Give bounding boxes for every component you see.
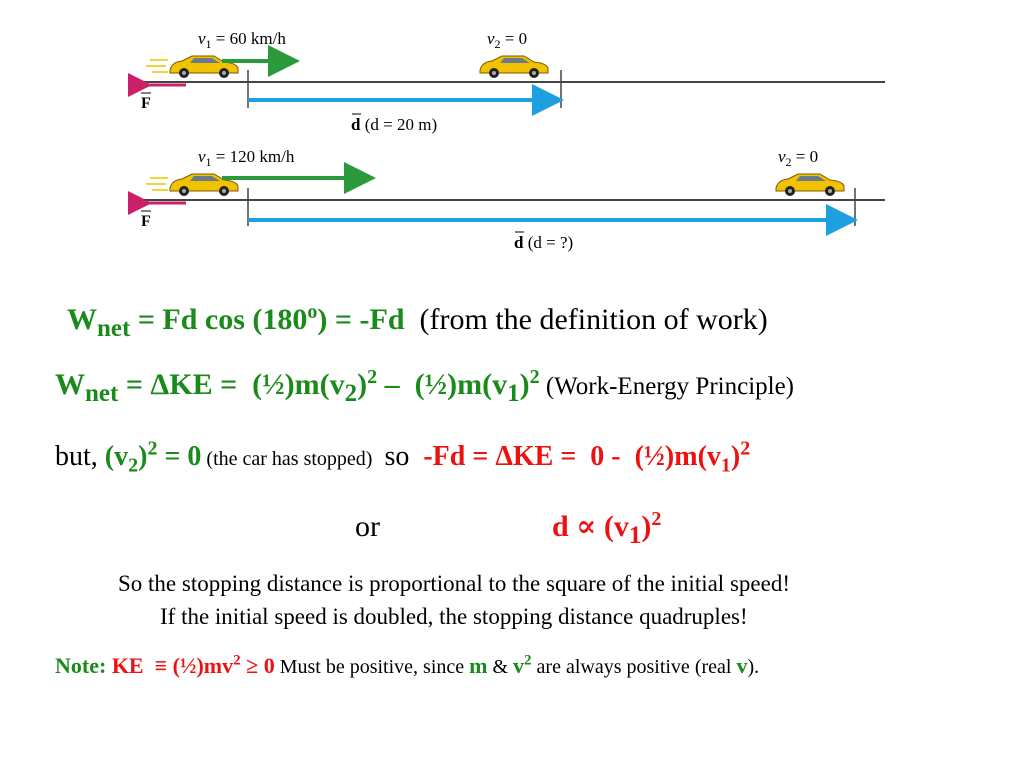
v2-open: (v (104, 441, 129, 472)
work-equation: = Fd cos (180 (130, 303, 308, 336)
work-energy-line: Wnet = ΔKE = (½)m(v2)2 – (½)m(v1)2 (Work… (55, 367, 795, 406)
w-symbol: W (67, 303, 97, 336)
square-2: 2 (529, 366, 540, 388)
v2-sub: 2 (128, 454, 139, 477)
v1-label-top: v1 = 60 km/h (198, 29, 286, 51)
so-text: so (377, 441, 424, 472)
net-subscript-2: net (85, 380, 119, 407)
force-label-top: F (141, 95, 151, 112)
equals-zero: = 0 (157, 441, 202, 472)
work-energy-note: (Work-Energy Principle) (539, 373, 795, 400)
paren-close-2: ) (519, 368, 530, 401)
force-label-bottom: F (141, 213, 151, 230)
v2-close: ) (138, 441, 148, 472)
bottom-scenario: v1 = 120 km/h v2 = 0 F d (d = ?) (128, 147, 885, 252)
note-line: Note: KE ≡ (½)mv2 ≥ 0 Must be positive, … (55, 652, 760, 678)
work-equation-end: ) = -Fd (317, 303, 405, 336)
v2-square: 2 (147, 437, 158, 460)
ge-zero: ≥ 0 (240, 653, 275, 678)
v2-label-bottom: v2 = 0 (778, 147, 818, 169)
motion-lines-top (146, 59, 168, 73)
work-definition-line: Wnet = Fd cos (180o) = -Fd (from the def… (67, 302, 768, 341)
degree-symbol: o (307, 301, 318, 323)
m-symbol: m (469, 653, 488, 678)
v-square: 2 (524, 652, 532, 669)
ampersand: & (487, 656, 514, 678)
v1-subscript: 1 (507, 380, 520, 407)
v2-subscript: 2 (344, 380, 358, 407)
fd-equation: -Fd = ΔKE = 0 - (½)m(v (423, 441, 721, 472)
note-text-2: are always positive (real (531, 656, 737, 678)
work-definition-note: (from the definition of work) (404, 303, 768, 336)
note-label: Note: (55, 653, 112, 678)
note-end: ). (747, 656, 760, 678)
square-1: 2 (367, 366, 378, 388)
note-text-1: Must be positive, since (274, 656, 470, 678)
stopped-car-top-icon (479, 55, 549, 79)
ke-symbol: KE (111, 653, 155, 678)
car-stopping-figure: v1 = 60 km/h v2 = 0 F d (d = 20 m) v1 = … (128, 29, 885, 252)
ke-definition: ≡ (½)mv (154, 653, 234, 678)
stopped-car-bottom-icon (775, 173, 845, 197)
v1-close-4: ) (641, 510, 652, 543)
proportionality-line: or d ∝ (v1)2 (355, 509, 661, 548)
v1-label-bottom: v1 = 120 km/h (198, 147, 295, 169)
ke-square: 2 (233, 652, 241, 669)
d-proportional: d ∝ (v (552, 510, 629, 543)
distance-label-bottom: d (d = ?) (514, 233, 573, 252)
v1-close-3: ) (730, 441, 741, 472)
motion-lines-bottom (146, 177, 168, 191)
ke-equation: = ΔKE = (½)m(v (118, 368, 345, 401)
v-symbol-2: v (736, 653, 748, 678)
v1-square-3: 2 (740, 437, 751, 460)
stopped-car-line: but, (v2)2 = 0 (the car has stopped) so … (55, 439, 750, 476)
net-subscript: net (97, 315, 131, 342)
stopped-note: (the car has stopped) (201, 448, 378, 470)
w-symbol-2: W (55, 368, 85, 401)
minus-term: – (½)m(v (377, 368, 508, 401)
v1-square-4: 2 (651, 508, 662, 530)
or-text: or (355, 510, 380, 543)
v2-label-top: v2 = 0 (487, 29, 527, 51)
v-symbol: v (513, 653, 525, 678)
conclusion-line-2: If the initial speed is doubled, the sto… (160, 604, 748, 629)
paren-close-1: ) (357, 368, 368, 401)
but-text: but, (55, 441, 105, 472)
top-scenario: v1 = 60 km/h v2 = 0 F d (d = 20 m) (128, 29, 885, 134)
v1-sub-4: 1 (628, 522, 642, 549)
v1-sub-3: 1 (720, 454, 731, 477)
conclusion-line-1: So the stopping distance is proportional… (118, 571, 790, 596)
distance-label-top: d (d = 20 m) (351, 115, 437, 134)
